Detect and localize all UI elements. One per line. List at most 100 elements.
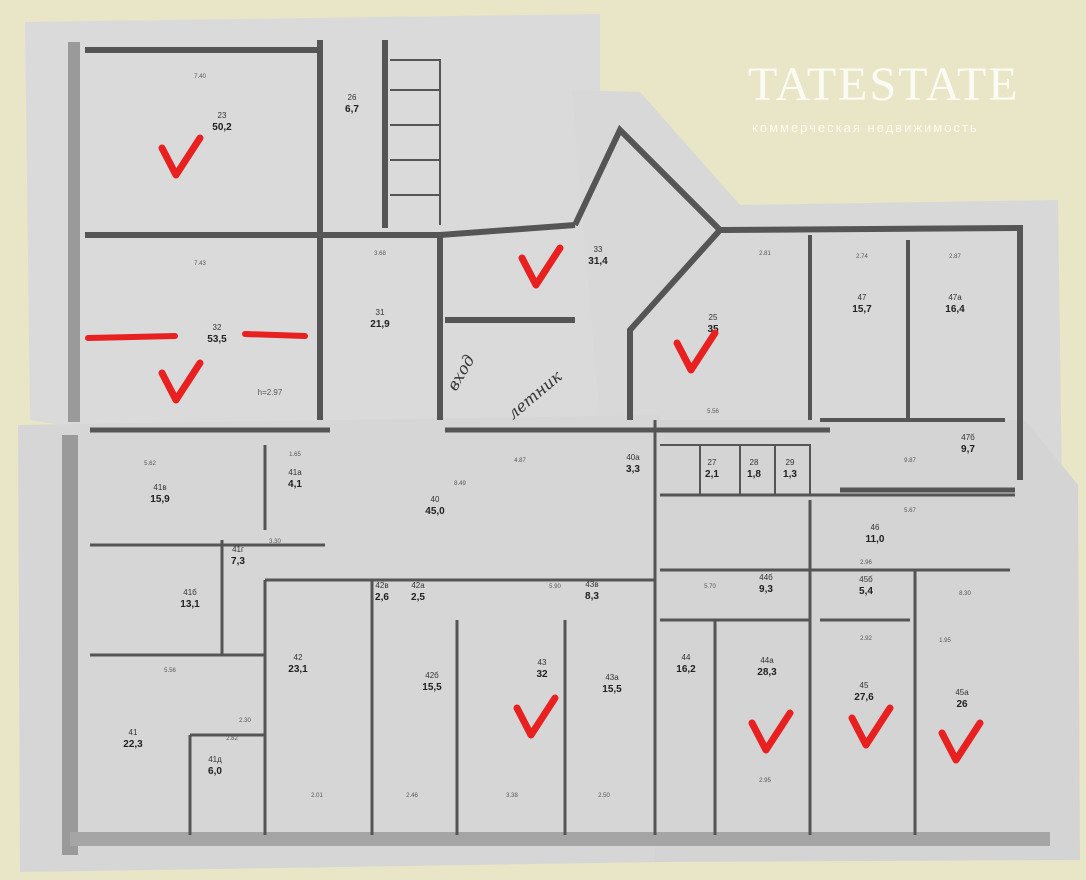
- room-number: 27: [708, 458, 717, 467]
- room-number: 41б: [183, 588, 197, 597]
- check-mark-icon: [518, 244, 564, 289]
- dimension-label: 3.30: [269, 539, 281, 545]
- room-number: 45а: [955, 688, 969, 697]
- room-area: 16,4: [945, 304, 965, 315]
- room-area: 7,3: [231, 556, 245, 567]
- room-number: 28: [750, 458, 759, 467]
- room-area: 9,3: [759, 584, 773, 595]
- room-area: 2,6: [375, 592, 389, 603]
- room-area: 26: [956, 699, 968, 710]
- dimension-label: 2.95: [759, 778, 771, 784]
- dimension-label: 2.74: [856, 254, 868, 260]
- room-area: 53,5: [207, 334, 227, 345]
- dimension-label: 5.56: [164, 668, 176, 674]
- check-mark-icon: [848, 704, 894, 749]
- room-area: 22,3: [123, 739, 143, 750]
- dimension-label: 5.67: [904, 508, 916, 514]
- dimension-labels: 7.407.435.621.654.878.493.305.905.562.30…: [144, 74, 971, 799]
- room-number: 47б: [961, 433, 975, 442]
- room-area: 50,2: [212, 122, 232, 133]
- room-area: 13,1: [180, 599, 200, 610]
- room-number: 41в: [153, 483, 166, 492]
- room-number: 29: [786, 458, 795, 467]
- watermark-tagline: коммерческая недвижимость: [752, 120, 979, 135]
- room-area: 21,9: [370, 319, 390, 330]
- room-number: 44: [682, 653, 691, 662]
- watermark-brand: TATESTATE: [748, 58, 1020, 111]
- room-number: 45б: [859, 575, 873, 584]
- room-number: 47а: [948, 293, 962, 302]
- room-number: 42а: [411, 581, 425, 590]
- ceiling-height: h=2.97: [258, 388, 283, 397]
- red-dashes: [85, 331, 308, 341]
- room-area: 2,1: [705, 469, 719, 480]
- dimension-label: 5.62: [144, 461, 156, 467]
- paper-sheets: [18, 14, 1080, 872]
- dimension-label: 5.70: [704, 584, 716, 590]
- room-number: 41г: [232, 545, 244, 554]
- room-number: 42в: [375, 581, 388, 590]
- room-number: 25: [709, 313, 718, 322]
- room-number: 33: [594, 245, 603, 254]
- room-number: 44а: [760, 656, 774, 665]
- dimension-label: 5.90: [549, 584, 561, 590]
- dimension-label: 1.95: [939, 638, 951, 644]
- room-number: 40а: [626, 453, 640, 462]
- dimension-label: 2.92: [860, 636, 872, 642]
- dimension-label: 3.68: [374, 251, 386, 257]
- dimension-label: 8.30: [959, 591, 971, 597]
- dimension-label: 2.46: [406, 793, 418, 799]
- check-mark-icon: [938, 719, 984, 764]
- room-number: 46: [871, 523, 880, 532]
- dimension-label: 2.87: [949, 254, 961, 260]
- room-area: 31,4: [588, 256, 608, 267]
- dimension-label: 7.43: [194, 261, 206, 267]
- check-mark-icon: [673, 329, 719, 374]
- room-number: 43в: [585, 580, 598, 589]
- check-mark-icon: [158, 134, 204, 179]
- dimension-label: 2.81: [759, 251, 771, 257]
- room-area: 16,2: [676, 664, 696, 675]
- room-number: 42: [294, 653, 303, 662]
- room-area: 2,5: [411, 592, 425, 603]
- room-number: 42б: [425, 671, 439, 680]
- room-area: 1,3: [783, 469, 797, 480]
- room-number: 44б: [759, 573, 773, 582]
- check-mark-icon: [513, 694, 559, 739]
- room-number: 31: [376, 308, 385, 317]
- dimension-label: 2.96: [860, 560, 872, 566]
- room-area: 15,5: [422, 682, 442, 693]
- room-area: 35: [707, 324, 719, 335]
- room-area: 1,8: [747, 469, 761, 480]
- room-area: 15,9: [150, 494, 170, 505]
- room-number: 41д: [208, 755, 222, 764]
- room-area: 6,0: [208, 766, 222, 777]
- dimension-label: 3.38: [506, 793, 518, 799]
- check-mark-icon: [158, 359, 204, 404]
- dimension-label: 5.56: [707, 409, 719, 415]
- room-labels: 2350,2266,73253,53121,93331,425354715,74…: [123, 93, 984, 777]
- room-area: 28,3: [757, 667, 777, 678]
- dimension-label: 2.30: [239, 718, 251, 724]
- room-area: 9,7: [961, 444, 975, 455]
- room-area: 6,7: [345, 104, 359, 115]
- dimension-label: 9.87: [904, 458, 916, 464]
- room-area: 15,5: [602, 684, 622, 695]
- room-area: 32: [536, 669, 548, 680]
- room-area: 15,7: [852, 304, 872, 315]
- dimension-label: 2.50: [598, 793, 610, 799]
- room-number: 45: [860, 681, 869, 690]
- room-number: 26: [348, 93, 357, 102]
- dimension-label: 7.40: [194, 74, 206, 80]
- room-area: 27,6: [854, 692, 874, 703]
- walls: [62, 40, 1050, 855]
- check-mark-icon: [748, 709, 794, 754]
- room-number: 43: [538, 658, 547, 667]
- room-area: 23,1: [288, 664, 308, 675]
- dimension-label: 1.65: [289, 452, 301, 458]
- room-number: 32: [213, 323, 222, 332]
- room-area: 11,0: [866, 534, 885, 545]
- room-number: 43а: [605, 673, 619, 682]
- room-number: 40: [431, 495, 440, 504]
